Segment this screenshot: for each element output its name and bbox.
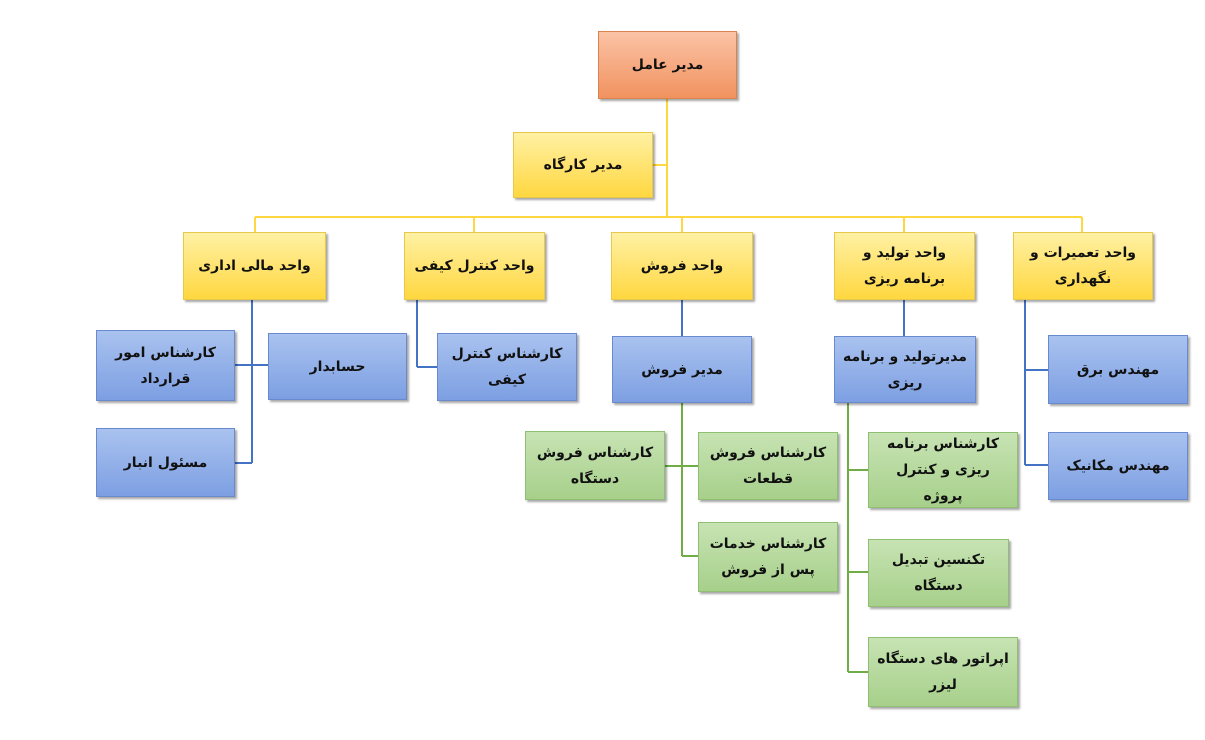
production-unit-box: واحد تولید و برنامه ریزی <box>834 232 975 300</box>
conversion-technician-label: تکنسین تبدیل دستگاه <box>891 552 986 594</box>
after-sales-expert-label: کارشناس خدمات پس از فروش <box>709 536 827 578</box>
finance-unit-box: واحد مالی اداری <box>183 232 326 300</box>
accountant-box: حسابدار <box>268 333 407 400</box>
maintenance-unit-box: واحد تعمیرات و نگهداری <box>1013 232 1153 300</box>
sales-manager-box: مدیر فروش <box>612 336 752 403</box>
contracts-expert-label: کارشناس امور قرارداد <box>115 344 216 387</box>
maintenance-unit-label: واحد تعمیرات و نگهداری <box>1030 245 1136 287</box>
sales-manager-label: مدیر فروش <box>641 361 723 378</box>
planning-expert-label: کارشناس برنامه ریزی و کنترل پروژه <box>886 436 1000 504</box>
sales-unit-box: واحد فروش <box>611 232 753 300</box>
parts-sales-expert-label: کارشناس فروش قطعات <box>709 445 827 487</box>
conversion-technician-box: تکنسین تبدیل دستگاه <box>868 539 1009 607</box>
device-sales-expert-box: کارشناس فروش دستگاه <box>525 431 665 500</box>
electrical-engineer-box: مهندس برق <box>1048 335 1188 404</box>
quality-unit-label: واحد کنترل کیفی <box>414 258 535 274</box>
planning-expert-box: کارشناس برنامه ریزی و کنترل پروژه <box>868 432 1018 508</box>
finance-unit-label: واحد مالی اداری <box>198 258 311 274</box>
device-sales-expert-label: کارشناس فروش دستگاه <box>536 444 654 487</box>
laser-operators-label: اپراتور های دستگاه لیزر <box>877 651 1009 693</box>
qc-expert-box: کارشناس کنترل کیفی <box>437 333 577 401</box>
ceo-label: مدیر عامل <box>631 57 704 73</box>
after-sales-expert-box: کارشناس خدمات پس از فروش <box>698 522 838 592</box>
mechanical-engineer-label: مهندس مکانیک <box>1066 458 1170 474</box>
sales-unit-label: واحد فروش <box>640 258 724 274</box>
production-manager-label: مدیرتولید و برنامه ریزی <box>843 348 967 391</box>
warehouse-officer-box: مسئول انبار <box>96 428 235 497</box>
accountant-label: حسابدار <box>309 358 366 375</box>
parts-sales-expert-box: کارشناس فروش قطعات <box>698 432 838 500</box>
workshop-manager-box: مدیر کارگاه <box>513 132 653 198</box>
ceo-box: مدیر عامل <box>598 31 737 99</box>
laser-operators-box: اپراتور های دستگاه لیزر <box>868 637 1018 707</box>
electrical-engineer-label: مهندس برق <box>1076 361 1160 378</box>
production-manager-box: مدیرتولید و برنامه ریزی <box>834 336 976 403</box>
quality-unit-box: واحد کنترل کیفی <box>404 232 545 300</box>
warehouse-officer-label: مسئول انبار <box>123 454 208 471</box>
production-unit-label: واحد تولید و برنامه ریزی <box>862 245 947 287</box>
workshop-manager-label: مدیر کارگاه <box>543 157 623 173</box>
qc-expert-label: کارشناس کنترل کیفی <box>451 346 563 388</box>
contracts-expert-box: کارشناس امور قرارداد <box>96 330 235 401</box>
mechanical-engineer-box: مهندس مکانیک <box>1048 432 1188 500</box>
